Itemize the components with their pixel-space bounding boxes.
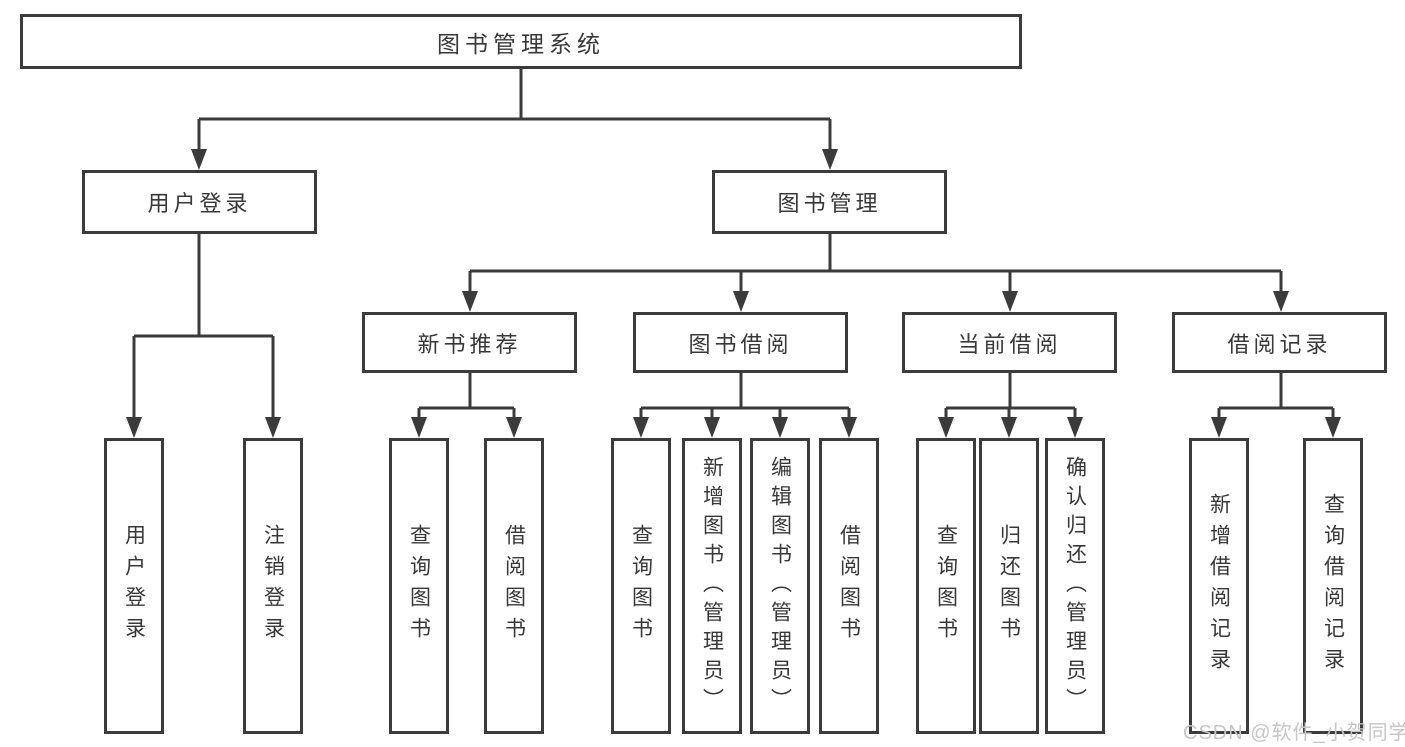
node-user-login: 用户登录 <box>82 170 317 234</box>
csdn-watermark: CSDN @软件_小贺同学 <box>1183 722 1405 744</box>
arrowhead <box>1002 291 1018 312</box>
leaf-query-books: 查询图书 <box>916 438 976 734</box>
arrowhead <box>1067 417 1083 438</box>
node-book-management: 图书管理 <box>712 170 947 234</box>
arrowhead <box>633 417 649 438</box>
arrowhead <box>1211 417 1227 438</box>
leaf-confirm-return-admin: 确认归还（管理员） <box>1045 438 1105 734</box>
node-current-borrow: 当前借阅 <box>902 312 1117 373</box>
connector-current-borrow-to-leaves <box>938 373 1083 438</box>
arrowhead <box>1273 291 1289 312</box>
arrowhead <box>772 417 788 438</box>
arrowhead <box>462 291 478 312</box>
connector-book-borrow-to-leaves <box>633 373 857 438</box>
leaf-query-books: 查询图书 <box>611 438 671 734</box>
connector-borrow-records-to-leaves <box>1211 373 1341 438</box>
arrowhead <box>411 417 427 438</box>
leaf-borrow-books: 借阅图书 <box>484 438 544 734</box>
connector-new-book-to-leaves <box>411 373 522 438</box>
leaf-user-login: 用户登录 <box>104 438 164 734</box>
leaf-add-books-admin: 新增图书（管理员） <box>682 438 742 734</box>
arrowhead <box>126 417 142 438</box>
arrowhead <box>1325 417 1341 438</box>
node-new-book-recommend: 新书推荐 <box>362 312 577 373</box>
arrowhead <box>822 149 838 170</box>
leaf-query-borrow-record: 查询借阅记录 <box>1303 438 1363 734</box>
node-book-borrow: 图书借阅 <box>633 312 848 373</box>
arrowhead <box>938 417 954 438</box>
leaf-logout: 注销登录 <box>243 438 303 734</box>
leaf-query-books: 查询图书 <box>389 438 449 734</box>
arrowhead <box>506 417 522 438</box>
connector-root-to-level2 <box>191 69 838 170</box>
arrowhead <box>841 417 857 438</box>
node-root-system: 图书管理系统 <box>20 14 1022 69</box>
arrowhead <box>1001 417 1017 438</box>
arrowhead <box>265 417 281 438</box>
leaf-edit-books-admin: 编辑图书（管理员） <box>750 438 810 734</box>
leaf-return-books: 归还图书 <box>979 438 1039 734</box>
connector-user-login-to-leaves <box>126 234 281 438</box>
arrowhead <box>733 291 749 312</box>
arrowhead <box>704 417 720 438</box>
connector-book-mgmt-to-level3 <box>462 234 1289 312</box>
leaf-add-borrow-record: 新增借阅记录 <box>1189 438 1249 734</box>
node-borrow-records: 借阅记录 <box>1172 312 1387 373</box>
leaf-borrow-books: 借阅图书 <box>819 438 879 734</box>
arrowhead <box>191 149 207 170</box>
